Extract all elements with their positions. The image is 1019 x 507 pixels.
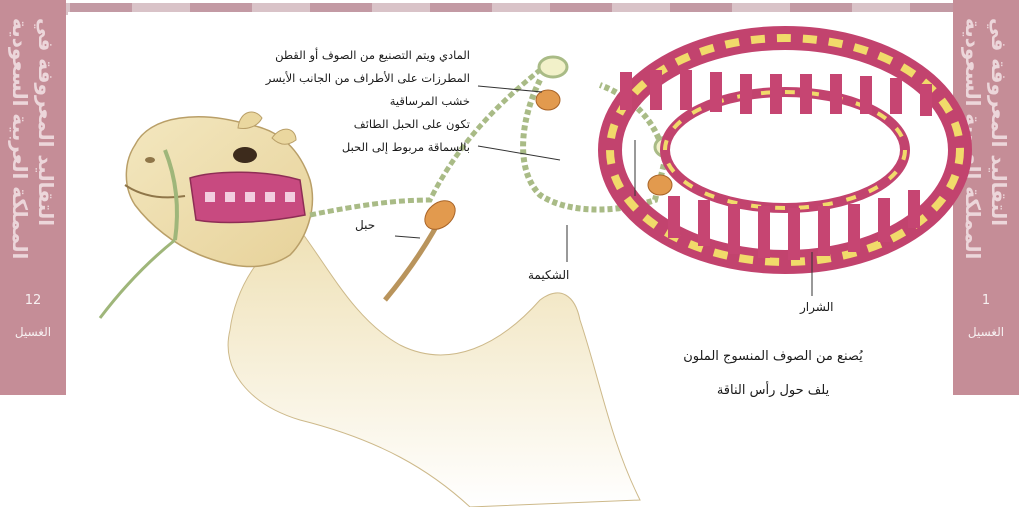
callout-line: المادي ويتم التصنيع من الصوف أو القطن <box>208 44 470 67</box>
callout-line: خشب المرساقية <box>208 90 470 113</box>
callout-line: بالسماقة مربوط إلى الحبل <box>208 136 470 159</box>
halter-knot <box>648 175 672 195</box>
camel-nostril <box>145 157 155 163</box>
callout-line: تكون على الحبل الطائف <box>208 113 470 136</box>
halter-knot <box>536 90 560 110</box>
callout-line: المطرزات على الأطراف من الجانب الأيسر <box>208 67 470 90</box>
fringe-description-line: يلف حول رأس الناقة <box>628 374 918 408</box>
fringe-description-line: يُصنع من الصوف المنسوج الملون <box>628 340 918 374</box>
callout-description: المادي ويتم التصنيع من الصوف أو القطن ال… <box>208 44 470 159</box>
label-rope: حبل <box>355 218 375 232</box>
label-fringe: الشرار <box>800 300 833 314</box>
halter-ring <box>539 57 567 77</box>
fringe-description: يُصنع من الصوف المنسوج الملون يلف حول رأ… <box>628 340 918 408</box>
label-halter: الشكيمة <box>528 268 569 282</box>
